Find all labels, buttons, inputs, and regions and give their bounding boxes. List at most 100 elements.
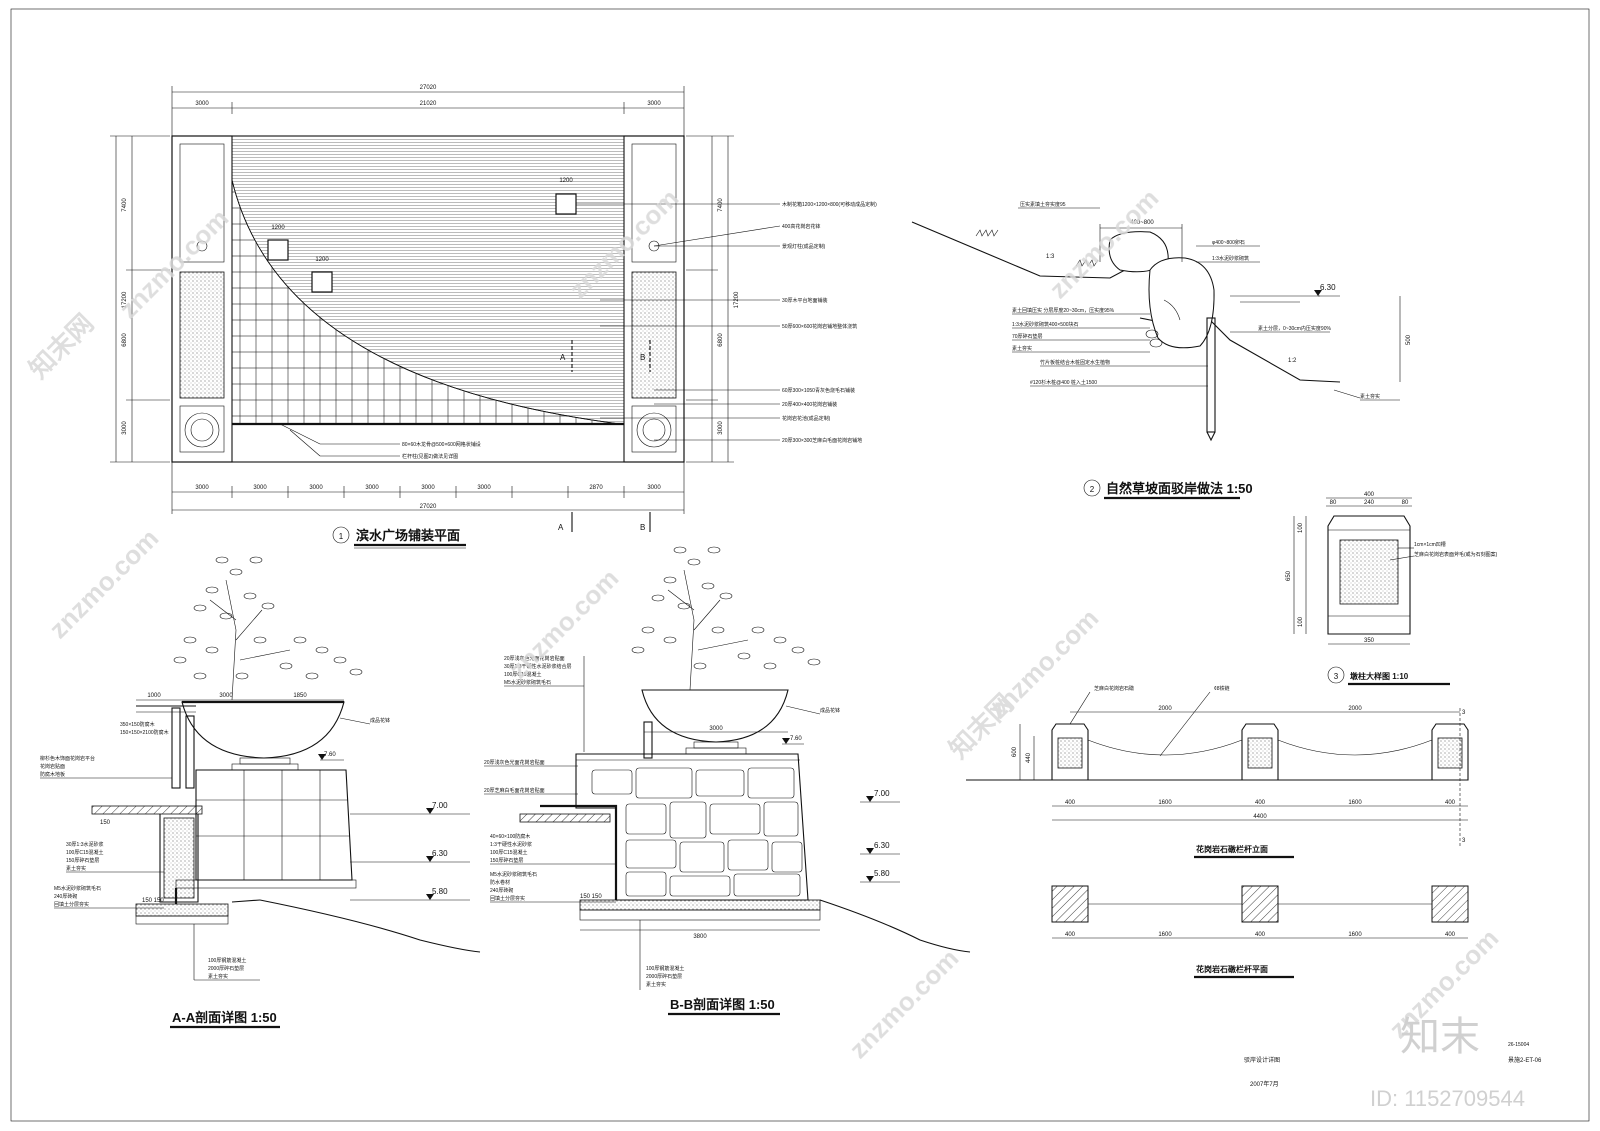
plan-dim-right-3: 17200 — [734, 291, 740, 308]
plan-callout-8: 20厚300×300芝麻白毛面花岗岩铺地 — [782, 437, 862, 444]
pier-title-number: 3 — [1334, 672, 1339, 681]
aa-label-2: 350×150防腐木 — [120, 721, 155, 728]
plan-dim-bottom-0: 3000 — [195, 485, 209, 491]
aa-label-1: 150×150×2100防腐木 — [120, 729, 169, 736]
pier-dim-top-2: 240 — [1364, 500, 1375, 506]
revetment-label-11: 素土夯实 — [1360, 393, 1380, 400]
plan-callout-leaders — [279, 203, 781, 457]
railing-plan-dim-0: 400 — [1065, 932, 1076, 938]
plan-bottom-ticks — [231, 486, 625, 498]
bb-label-12: 防水卷材 — [490, 879, 510, 886]
aa-tree — [173, 556, 363, 701]
bb-label-14: 回填土分层夯实 — [490, 895, 525, 902]
bb-label-9: 100厚C15混凝土 — [490, 849, 528, 856]
railing-post-2 — [1241, 723, 1279, 781]
section-mark-b-bottom: B — [640, 523, 645, 532]
revetment-label-0: 压实素填土夯实度95 — [1020, 201, 1066, 208]
aa-dim-5: 150 150 — [142, 898, 164, 904]
plan-dim-left-3: 3000 — [122, 421, 128, 435]
watermark-site-4: znzmo.com — [43, 523, 164, 644]
bb-label-4: 成品花钵 — [820, 707, 840, 714]
railing-span-1: 2000 — [1348, 706, 1362, 712]
pier-dim-left-0: 650 — [1286, 570, 1292, 581]
aa-level-2: 6.30 — [432, 849, 448, 858]
plan-dim-top-total: 27020 — [420, 85, 437, 91]
railing-post-1 — [1051, 723, 1089, 781]
railing-plan-dim-4: 400 — [1445, 932, 1456, 938]
railing-post-3 — [1431, 723, 1469, 781]
bb-label-11: M5水泥砂浆砌筑毛石 — [490, 871, 537, 878]
plan-box-dim-0: 1200 — [559, 178, 573, 184]
aa-dim-0: 1000 — [147, 693, 161, 699]
railing-plan-dim-3: 1600 — [1348, 932, 1362, 938]
section-mark-b-top: B — [640, 353, 645, 362]
pier-note-1: 芝麻白花岗岩表面斧毛(或为石刻图案) — [1414, 551, 1498, 558]
aa-label-14: 2000厚碎石垫层 — [208, 965, 244, 972]
railing-dim-0: 400 — [1065, 800, 1076, 806]
bb-dim-0: 3000 — [709, 726, 723, 732]
aa-label-3: 柳杉色木饰面花岗岩平台 — [40, 755, 95, 762]
plan-callout-6: 20厚400×400花岗岩铺装 — [782, 401, 837, 408]
drawing-code: 26-15004 — [1508, 1042, 1529, 1048]
railing-dim-3: 1600 — [1348, 800, 1362, 806]
revetment-label-2: φ400~800卵石 — [1212, 239, 1245, 246]
revetment-label-5: 1:3水泥砂浆砌筑400×500块石 — [1012, 321, 1079, 328]
railing-total: 4400 — [1253, 814, 1267, 820]
revetment-dim-top: 400~800 — [1130, 220, 1154, 226]
aa-dim-1: 3000 — [219, 693, 233, 699]
revetment-ratio-1: 1:2 — [1288, 358, 1297, 364]
plan-dim-top-right: 3000 — [647, 101, 661, 107]
aa-label-9: 素土夯实 — [66, 865, 86, 872]
railing-mark-top: 3 — [1462, 710, 1466, 716]
revetment-label-6: 70厚碎石垫层 — [1012, 333, 1043, 340]
aa-level-0: 7.60 — [324, 752, 336, 758]
bb-label-17: 素土夯实 — [646, 981, 666, 988]
plan-box-dim-1: 1200 — [271, 225, 285, 231]
bb-label-10: 150厚碎石垫层 — [490, 857, 523, 864]
railing-chain-2 — [1277, 739, 1433, 756]
railing-mark-bottom: 3 — [1462, 838, 1466, 844]
railing-height-0: 600 — [1012, 746, 1018, 757]
bb-label-3: M5水泥砂浆砌筑毛石 — [504, 679, 551, 686]
bb-label-13: 240厚砖砌 — [490, 887, 513, 894]
railing-plan-dim-1: 1600 — [1158, 932, 1172, 938]
revetment-title: 自然草坡面驳岸做法 1:50 — [1106, 481, 1253, 496]
aa-dim-2: 1850 — [293, 693, 307, 699]
revetment-label-9: #120杉木桩@400 桩入土1500 — [1030, 379, 1097, 386]
railing-elevation: 2000 2000 芝麻白花岗岩石礅 ¢8铁链 600 440 400 1600… — [966, 685, 1469, 859]
plan-dim-bottom-4: 3000 — [421, 485, 435, 491]
drawing-name: 驳岸设计详图 — [1244, 1056, 1280, 1064]
pier-dim-top-3: 80 — [1402, 500, 1409, 506]
drawing-date: 2007年7月 — [1250, 1080, 1279, 1088]
watermark-logo: 知末 — [1400, 1015, 1480, 1059]
bb-label-2: 100厚C15混凝土 — [504, 671, 542, 678]
railing-plan-dim-2: 400 — [1255, 932, 1266, 938]
plan-dim-top-mid: 21020 — [420, 101, 437, 107]
watermark-brand-2: 知末网 — [943, 688, 1019, 764]
plan-dim-top-left: 3000 — [195, 101, 209, 107]
plaza-plan: 27020 3000 21020 3000 7400 17200 6800 30… — [110, 85, 877, 549]
plan-title-number: 1 — [339, 532, 344, 541]
plan-dim-bottom-6: 2870 — [589, 485, 603, 491]
watermark-brand-1: 知末网 — [23, 308, 99, 384]
aa-label-0: 成品花钵 — [370, 717, 390, 724]
railing-dim-4: 400 — [1445, 800, 1456, 806]
aa-label-12: 回填土分层夯实 — [54, 901, 89, 908]
plan-dim-bottom-3: 3000 — [365, 485, 379, 491]
bb-level-3: 5.80 — [874, 869, 890, 878]
plan-callout-0: 木制花箱1200×1200×800(可移动成品定制) — [782, 201, 877, 208]
railing-span-0: 2000 — [1158, 706, 1172, 712]
drawing-number: 景施2-ET-06 — [1508, 1056, 1542, 1064]
plan-callout-1: 400高花岗岩花钵 — [782, 223, 820, 230]
railing-plan: 400 1600 400 1600 400 花岗岩石礅栏杆平面 — [1051, 885, 1469, 979]
bb-label-7: 40×60×100防腐木 — [490, 833, 530, 840]
aa-label-4: 花岗岩贴面 — [40, 763, 65, 770]
pier-dim-top-1: 80 — [1330, 500, 1337, 506]
revetment-label-10: 素土分层，0~30cm内压实度90% — [1258, 325, 1331, 332]
plan-dim-bottom-7: 3000 — [647, 485, 661, 491]
plan-dim-left-0: 7400 — [122, 198, 128, 212]
aa-label-7: 100厚C15混凝土 — [66, 849, 104, 856]
section-bb: 7.60 7.00 6.30 5.80 3000 3800 150 150 20… — [484, 546, 971, 1016]
bb-label-16: 2000厚碎石垫层 — [646, 973, 682, 980]
revetment-level: 6.30 — [1320, 283, 1336, 292]
